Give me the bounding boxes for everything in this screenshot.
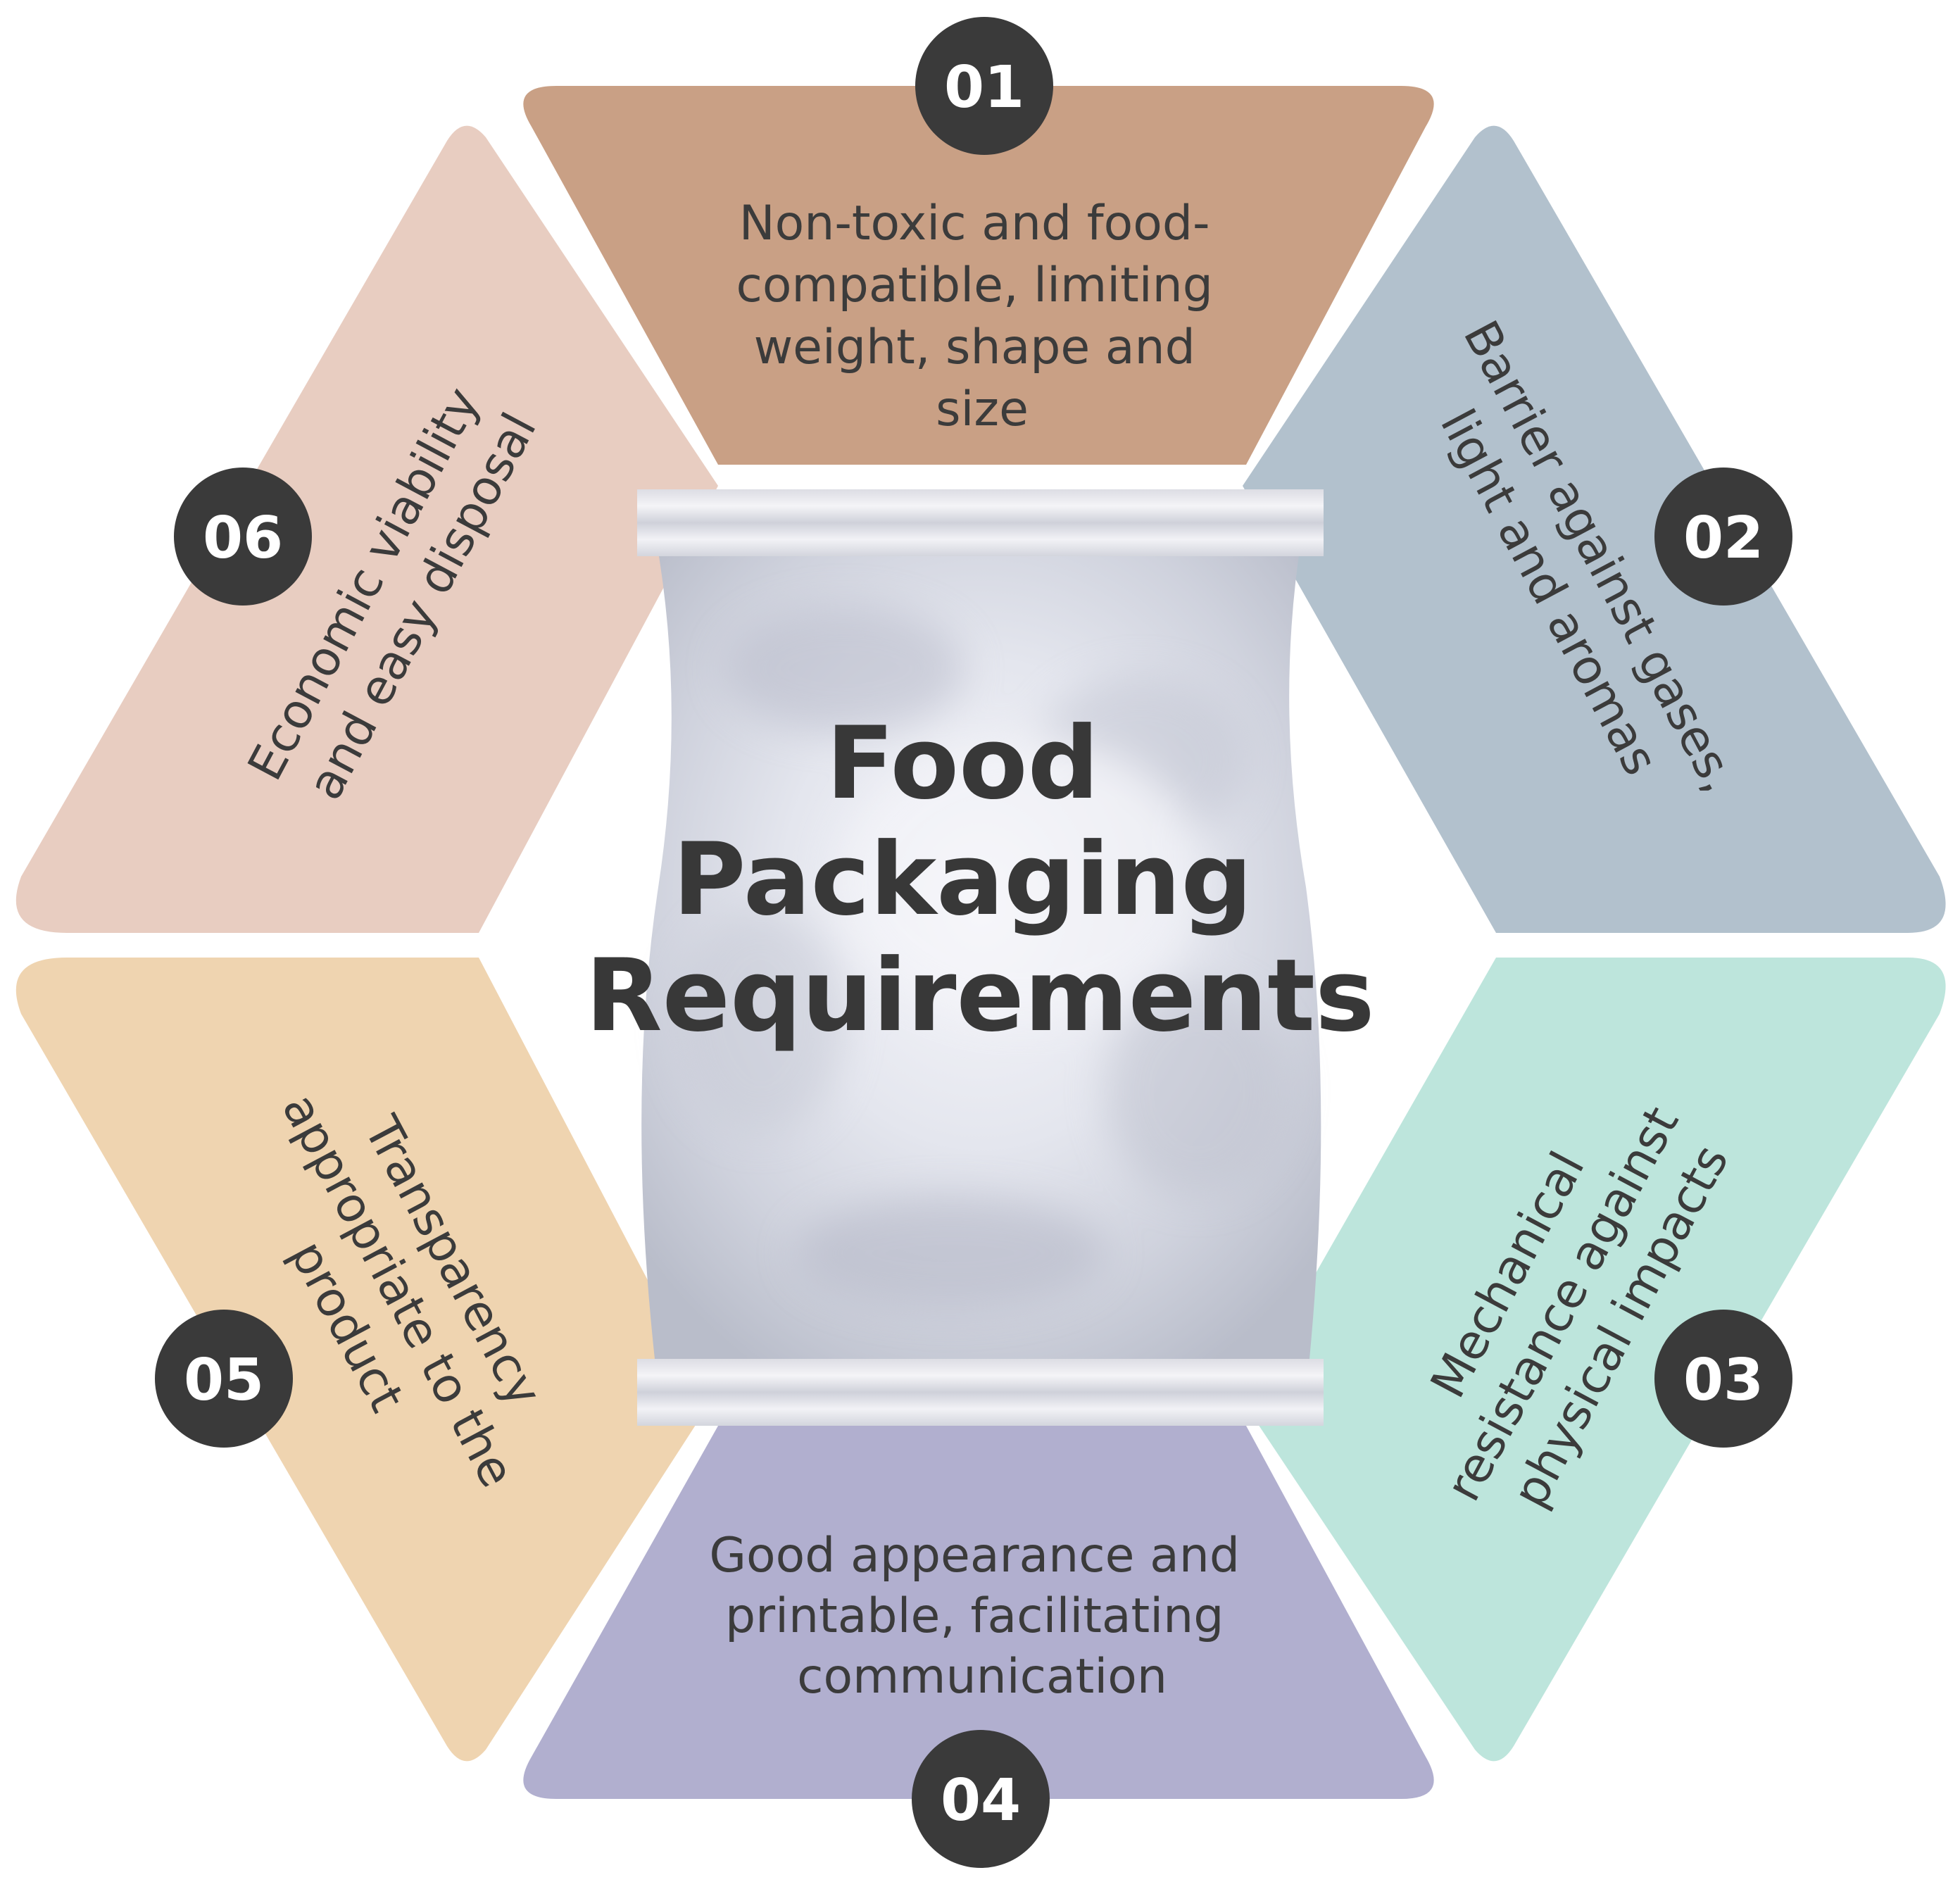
title-line-2: Packaging — [672, 822, 1252, 938]
svg-text:02: 02 — [1683, 505, 1764, 572]
svg-text:04: 04 — [941, 1767, 1021, 1834]
badge-03: 03 — [1654, 1310, 1792, 1448]
svg-text:05: 05 — [184, 1347, 264, 1414]
badge-02: 02 — [1654, 468, 1792, 606]
badge-01: 01 — [915, 17, 1053, 155]
title-line-3: Requirements — [585, 938, 1374, 1054]
svg-text:01: 01 — [944, 54, 1024, 121]
badge-06: 06 — [174, 468, 312, 606]
svg-text:03: 03 — [1683, 1347, 1764, 1414]
badge-04: 04 — [912, 1730, 1050, 1868]
badge-05: 05 — [155, 1310, 293, 1448]
svg-text:06: 06 — [203, 505, 283, 572]
title-line-1: Food — [826, 705, 1099, 822]
